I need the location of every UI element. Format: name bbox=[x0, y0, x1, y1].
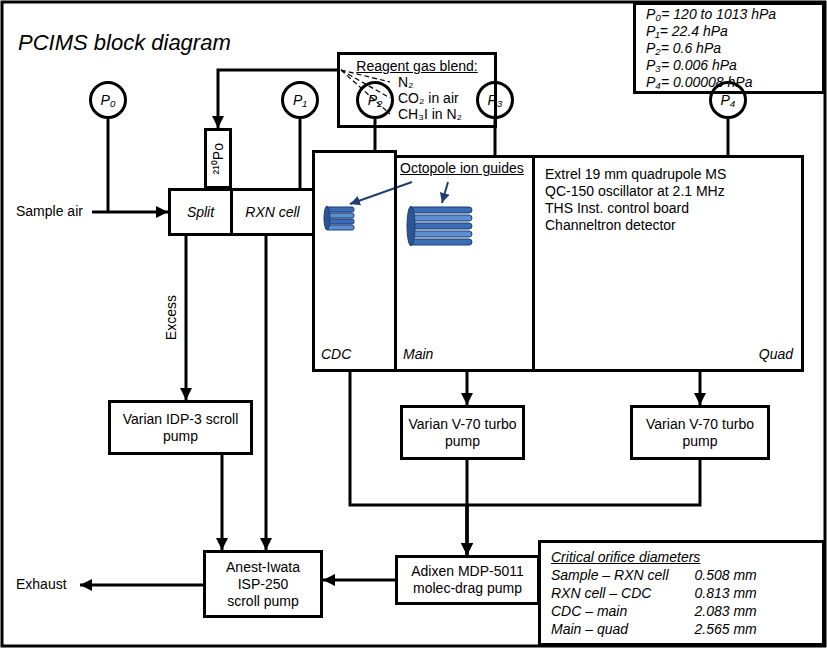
node-text: P₃ bbox=[488, 92, 503, 109]
node-text: Main – quad bbox=[551, 620, 669, 638]
node-text: P₄ bbox=[721, 92, 736, 109]
node-text: P₄= 0.00008 hPa bbox=[646, 74, 752, 91]
connector bbox=[185, 236, 188, 400]
gauge-line bbox=[107, 119, 110, 212]
node-text: CDC – main bbox=[551, 602, 669, 620]
text-label: Exhaust bbox=[16, 576, 67, 593]
edge-label: Excess bbox=[163, 295, 180, 340]
node-text: CO₂ in air bbox=[398, 90, 459, 106]
node-text: Reagent gas blend: bbox=[356, 58, 477, 74]
node-text: ²¹⁰Po bbox=[210, 143, 227, 174]
node-text: 0.813 mm bbox=[695, 584, 757, 602]
node-text: N₂ bbox=[398, 74, 414, 90]
reaction-cell: RXN cell bbox=[230, 188, 315, 236]
cdc-chamber: CDC bbox=[312, 150, 397, 372]
pressure-gauge: P₃ bbox=[476, 81, 514, 119]
node-text: THS Inst. control board bbox=[545, 200, 689, 217]
node-text: RXN cell – CDC bbox=[551, 584, 669, 602]
node-text: 0.508 mm bbox=[695, 566, 757, 584]
exhaust-arrow bbox=[80, 584, 203, 587]
connector bbox=[221, 455, 224, 550]
node-text: Varian V-70 turbo pump bbox=[633, 416, 767, 450]
pump-box: Varian V-70 turbo pump bbox=[630, 405, 770, 460]
gas-blend-box: Reagent gas blend:N₂CO₂ in airCH₃I in N₂ bbox=[337, 52, 497, 128]
node-text: QC-150 oscillator at 2.1 MHz bbox=[545, 183, 725, 200]
octopole-large bbox=[407, 206, 472, 246]
node-text: Quad bbox=[759, 346, 793, 363]
orifice-table: Critical orifice diametersSample – RXN c… bbox=[538, 540, 825, 646]
node-text: Anest-Iwata ISP-250 scroll pump bbox=[220, 559, 306, 610]
node-text: P₂ bbox=[368, 92, 383, 109]
connector bbox=[699, 372, 702, 405]
pump-box: Anest-Iwata ISP-250 scroll pump bbox=[203, 550, 323, 618]
node-text: P₀ bbox=[100, 92, 115, 109]
diagram-title: PCIMS block diagram bbox=[18, 30, 231, 56]
pump-box: Adixen MDP-5011 molec-drag pump bbox=[395, 555, 540, 605]
sample-arrow bbox=[92, 211, 168, 214]
pump-box: Varian V-70 turbo pump bbox=[400, 405, 525, 460]
node-text: P₂= 0.6 hPa bbox=[646, 40, 721, 57]
connector bbox=[323, 579, 395, 582]
connector bbox=[218, 70, 337, 128]
connector bbox=[265, 236, 268, 550]
connector bbox=[466, 372, 469, 405]
node-text: Split bbox=[187, 204, 214, 221]
octopole-small bbox=[324, 206, 354, 230]
text-label: Sample air bbox=[16, 203, 83, 220]
connector bbox=[350, 372, 467, 555]
node-text: 2.565 mm bbox=[695, 620, 757, 638]
pressure-table: P₀= 120 to 1013 hPaP₁= 22.4 hPaP₂= 0.6 h… bbox=[633, 2, 825, 94]
pressure-gauge: P₂ bbox=[356, 81, 394, 119]
node-text: Adixen MDP-5011 molec-drag pump bbox=[398, 563, 537, 597]
ion-source-box: ²¹⁰Po bbox=[204, 128, 232, 189]
quad-chamber: Extrel 19 mm quadrupole MSQC-150 oscilla… bbox=[532, 155, 804, 372]
connector bbox=[727, 119, 730, 155]
connector bbox=[374, 119, 377, 150]
blend-fan bbox=[341, 70, 390, 114]
node-text: RXN cell bbox=[245, 204, 299, 221]
node-text: 2.083 mm bbox=[695, 602, 757, 620]
node-text: Extrel 19 mm quadrupole MS bbox=[545, 166, 726, 183]
node-text: Critical orifice diameters bbox=[551, 548, 757, 566]
pressure-gauge: P₁ bbox=[281, 81, 319, 119]
pump-box: Varian IDP-3 scroll pump bbox=[108, 400, 253, 455]
node-text: Varian IDP-3 scroll pump bbox=[111, 411, 250, 445]
node-text: P₁= 22.4 hPa bbox=[646, 23, 728, 40]
split-box: Split bbox=[168, 188, 233, 236]
node-text: CDC bbox=[321, 346, 351, 363]
node-text: P₁ bbox=[293, 92, 307, 109]
pressure-gauge: P₀ bbox=[89, 81, 127, 119]
node-text: P₀= 120 to 1013 hPa bbox=[646, 6, 776, 23]
node-text: Channeltron detector bbox=[545, 217, 676, 234]
node-text: Sample – RXN cell bbox=[551, 566, 669, 584]
node-text: P₃= 0.006 hPa bbox=[646, 57, 737, 74]
node-text: Varian V-70 turbo pump bbox=[403, 416, 522, 450]
main-chamber: Main bbox=[394, 155, 535, 372]
text-label: Octopole ion guides bbox=[400, 160, 524, 177]
leader-line bbox=[442, 182, 448, 203]
connector bbox=[299, 119, 302, 188]
node-text: CH₃I in N₂ bbox=[398, 106, 462, 122]
leader-line bbox=[350, 182, 412, 204]
node-text: Main bbox=[403, 346, 433, 363]
